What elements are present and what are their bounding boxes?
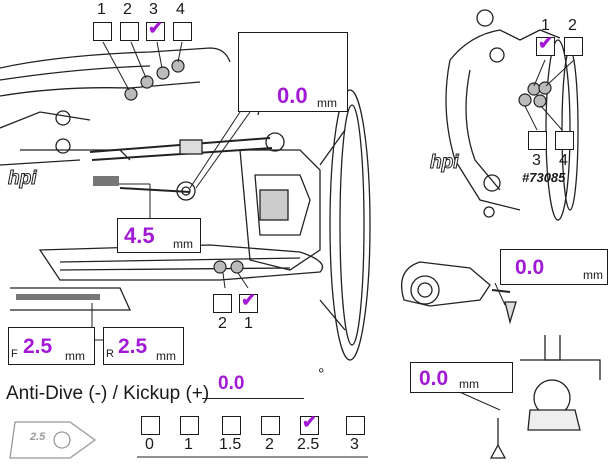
check-mark-icon: ✔: [241, 290, 257, 310]
option-label: 1: [244, 315, 253, 332]
option-label: 3: [532, 152, 541, 169]
checkbox[interactable]: [120, 22, 139, 41]
option-label: 1: [541, 17, 550, 34]
part-number: #73085: [522, 170, 566, 185]
hpi-logo: hpi: [430, 152, 459, 174]
check-mark-icon: ✔: [538, 33, 554, 53]
option-label: 1: [184, 436, 193, 453]
checkbox[interactable]: [555, 131, 574, 150]
option-label: 4: [176, 1, 185, 18]
checkbox[interactable]: [141, 416, 160, 435]
option-label: 2: [568, 17, 577, 34]
option-label: 2: [218, 315, 227, 332]
part-badge: 2.5: [30, 431, 46, 443]
anti-dive-underline: [202, 398, 304, 399]
rear-unit: mm: [156, 349, 176, 363]
right-bottom-value: 0.0: [419, 367, 449, 390]
option-label: 4: [559, 152, 568, 169]
anti-dive-value[interactable]: 0.0: [218, 373, 245, 394]
option-label: 3: [149, 1, 158, 18]
option-label: 1: [97, 1, 106, 18]
rear-value: 2.5: [118, 335, 148, 358]
check-mark-icon: ✔: [302, 412, 318, 432]
checkbox[interactable]: [564, 37, 583, 56]
option-label: 0: [145, 436, 154, 453]
front-unit: mm: [65, 349, 85, 363]
option-label: 2: [123, 1, 132, 18]
link-length-value: 4.5: [124, 223, 155, 248]
right-bottom-measurement-box[interactable]: 0.0 mm: [410, 362, 513, 393]
checkbox[interactable]: [173, 22, 192, 41]
option-label: 2: [265, 436, 274, 453]
checkbox[interactable]: [346, 416, 365, 435]
front-value: 2.5: [23, 335, 53, 358]
front-measurement-box[interactable]: F 2.5 mm: [8, 327, 95, 365]
top-gap-unit: mm: [317, 96, 337, 110]
check-mark-icon: ✔: [148, 18, 164, 38]
link-length-unit: mm: [173, 237, 193, 251]
option-label: 1.5: [219, 436, 242, 453]
right-top-unit: mm: [583, 268, 603, 282]
option-label: 2.5: [297, 436, 320, 453]
checkbox[interactable]: [528, 131, 547, 150]
front-prefix: F: [11, 348, 18, 360]
checkbox[interactable]: [222, 416, 241, 435]
right-top-measurement-box[interactable]: 0.0 mm: [500, 249, 608, 285]
right-bottom-unit: mm: [459, 377, 479, 391]
checkbox[interactable]: [180, 416, 199, 435]
top-gap-value: 0.0: [277, 83, 308, 108]
top-gap-measurement-box[interactable]: 0.0 mm: [238, 32, 348, 112]
anti-dive-label: Anti-Dive (-) / Kickup (+): [6, 383, 210, 404]
checkbox-checked[interactable]: ✔: [536, 33, 555, 56]
checkbox-checked[interactable]: ✔: [239, 290, 258, 313]
right-top-value: 0.0: [515, 256, 545, 279]
anti-dive-unit: °: [318, 366, 325, 383]
checkbox[interactable]: [261, 416, 280, 435]
hpi-logo: hpi: [8, 168, 37, 190]
checkbox-checked[interactable]: ✔: [300, 412, 319, 435]
checkbox[interactable]: [93, 22, 112, 41]
rear-prefix: R: [106, 348, 114, 360]
checkbox[interactable]: [213, 294, 232, 313]
option-label: 3: [350, 436, 359, 453]
link-length-measurement-box[interactable]: 4.5 mm: [117, 218, 201, 253]
checkbox-checked[interactable]: ✔: [146, 18, 165, 41]
rear-measurement-box[interactable]: R 2.5 mm: [103, 327, 184, 365]
